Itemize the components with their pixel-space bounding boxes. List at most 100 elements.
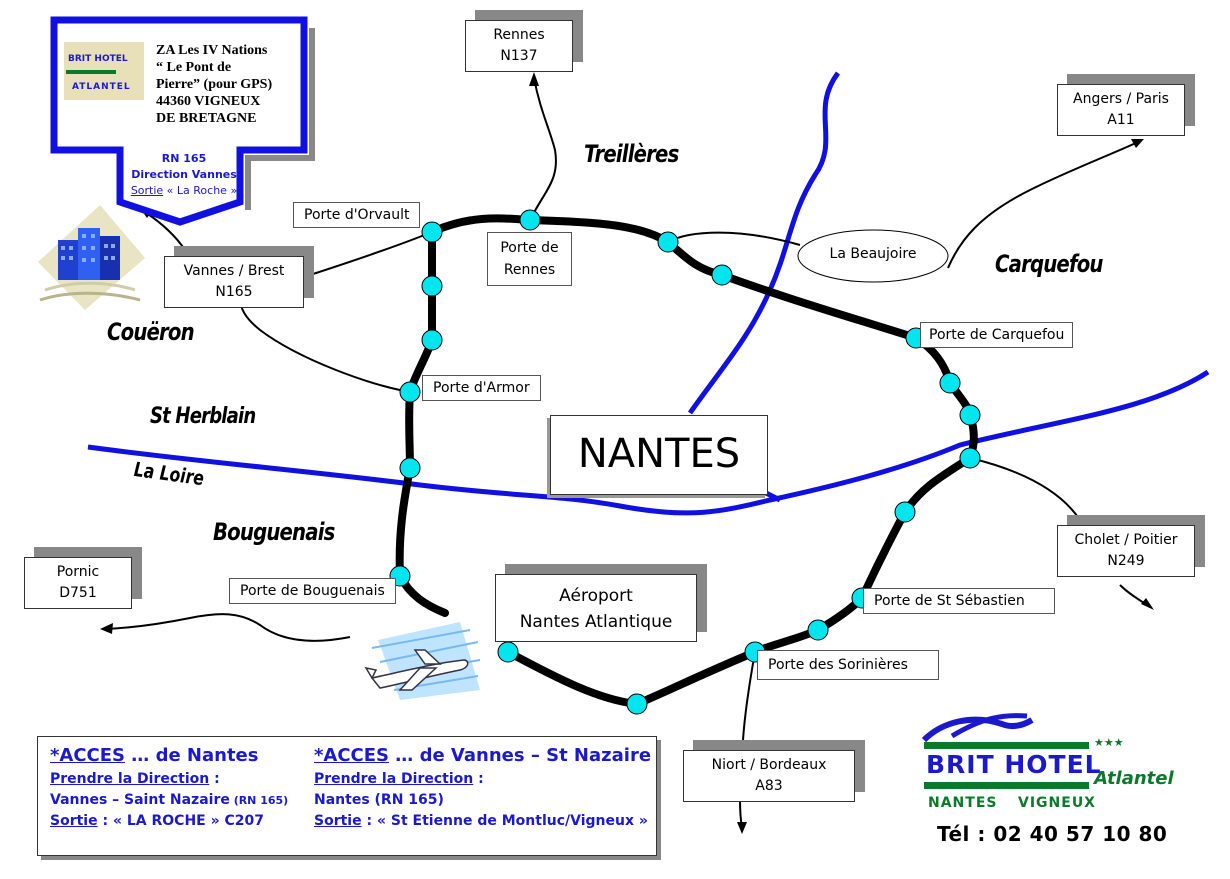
road-armor bbox=[239, 297, 411, 393]
road-beaujoire bbox=[667, 231, 801, 246]
route-exit-prefix: Sortie bbox=[130, 184, 164, 197]
hotel-card-shadow bbox=[245, 28, 315, 210]
access-exit: Sortie : « LA ROCHE » C207 bbox=[50, 811, 288, 832]
airplane-icon bbox=[364, 622, 481, 700]
label-porte-rennes: Porte de Rennes bbox=[487, 232, 572, 286]
hotel-logo-small-name: BRIT HOTEL bbox=[68, 54, 128, 64]
dest-name: Niort / Bordeaux bbox=[711, 757, 827, 773]
dest-rennes: Rennes N137 bbox=[465, 20, 573, 72]
town-st-herblain: St Herblain bbox=[150, 404, 256, 429]
access-from-vannes: *ACCES … de Vannes – St Nazaire Prendre … bbox=[314, 743, 651, 832]
dest-road: N137 bbox=[500, 48, 538, 64]
erdre-river bbox=[687, 71, 841, 415]
access-direction-colon: : bbox=[209, 771, 220, 787]
road-pornic-arrow bbox=[100, 623, 113, 634]
route-exit-rest: « La Roche » bbox=[163, 184, 238, 197]
dest-road: A11 bbox=[1107, 112, 1135, 128]
road-rennes bbox=[529, 77, 557, 221]
town-bouguenais: Bouguenais bbox=[213, 518, 335, 546]
address-line: DE BRETAGNE bbox=[156, 111, 257, 126]
access-heading: *ACCES … de Vannes – St Nazaire bbox=[314, 743, 651, 769]
hotel-info-card: BRIT HOTEL ATLANTEL ZA Les IV Nations “ … bbox=[54, 20, 304, 220]
road-vannes bbox=[309, 231, 433, 276]
label-line: Porte de bbox=[500, 240, 559, 256]
access-direction-label: Prendre la Direction bbox=[50, 771, 210, 787]
dest-angers: Angers / Paris A11 bbox=[1057, 84, 1185, 136]
phone-number: Tél : 02 40 57 10 80 bbox=[937, 822, 1168, 846]
town-carquefou: Carquefou bbox=[995, 250, 1103, 278]
label-porte-sorinieres: Porte des Sorinières bbox=[757, 650, 939, 680]
route-exit: Sortie « La Roche » bbox=[128, 183, 240, 199]
label-porte-armor: Porte d'Armor bbox=[422, 375, 541, 401]
river-branch bbox=[764, 490, 782, 503]
route-line: Direction Vannes bbox=[131, 168, 237, 181]
dest-name: Pornic bbox=[56, 564, 100, 580]
brit-hotel-logo: BRIT HOTEL ★★★ Atlantel NANTES VIGNEUX bbox=[922, 712, 1174, 822]
label-porte-sebastien: Porte de St Sébastien bbox=[863, 588, 1055, 614]
road-rennes-arrow bbox=[529, 72, 539, 86]
exit-dot bbox=[421, 329, 443, 351]
access-exit-label: Sortie bbox=[314, 813, 362, 829]
dest-niort: Niort / Bordeaux A83 bbox=[683, 750, 855, 802]
dest-name: Aéroport bbox=[559, 586, 633, 606]
access-direction-value-text: Vannes – Saint Nazaire bbox=[50, 792, 230, 808]
town-treilleres: Treillères bbox=[584, 140, 679, 168]
access-heading: *ACCES … de Nantes bbox=[50, 743, 288, 769]
label-porte-orvault: Porte d'Orvault bbox=[293, 202, 421, 228]
access-direction-colon: : bbox=[473, 771, 484, 787]
exit-dot bbox=[421, 221, 443, 243]
access-direction: Prendre la Direction : bbox=[314, 769, 651, 790]
label-porte-carquefou: Porte de Carquefou bbox=[920, 322, 1074, 348]
exit-dot bbox=[399, 381, 421, 403]
road-cholet-arrow bbox=[1141, 598, 1154, 610]
loire-river bbox=[87, 369, 1210, 516]
address-line: 44360 VIGNEUX bbox=[156, 94, 261, 109]
label-porte-bouguenais: Porte de Bouguenais bbox=[229, 578, 396, 604]
exit-dot bbox=[894, 501, 916, 523]
access-direction: Prendre la Direction : bbox=[50, 769, 288, 790]
hotel-address: ZA Les IV Nations “ Le Pont de Pierre” (… bbox=[156, 42, 306, 127]
exit-dot bbox=[807, 619, 829, 641]
logo-swoosh bbox=[922, 713, 1089, 789]
access-heading-u: *ACCES bbox=[50, 745, 126, 766]
road-pornic bbox=[104, 613, 351, 642]
hotel-logo-small-sub: ATLANTEL bbox=[72, 82, 131, 92]
access-exit-value: : « St Etienne de Montluc/Vigneux » bbox=[361, 813, 648, 829]
access-exit-value: : « LA ROCHE » C207 bbox=[97, 813, 265, 829]
exit-dot bbox=[939, 372, 961, 394]
address-line: Pierre” (pour GPS) bbox=[156, 77, 273, 92]
access-instructions: *ACCES … de Nantes Prendre la Direction … bbox=[37, 736, 657, 856]
dest-road: Nantes Atlantique bbox=[519, 612, 673, 632]
dest-name: Cholet / Poitier bbox=[1074, 532, 1178, 548]
dest-name: Rennes bbox=[493, 27, 545, 43]
exit-dot bbox=[959, 447, 981, 469]
label-line: Rennes bbox=[503, 262, 556, 278]
logo-stars: ★★★ bbox=[1094, 736, 1124, 749]
exit-dot bbox=[711, 264, 733, 286]
road-niort-arrow bbox=[737, 822, 747, 834]
access-direction-value: Vannes – Saint Nazaire (RN 165) bbox=[50, 790, 288, 811]
dest-road: D751 bbox=[59, 585, 97, 601]
exit-dot bbox=[497, 641, 519, 663]
dest-road: N165 bbox=[215, 284, 253, 300]
route-line: RN 165 bbox=[161, 152, 207, 165]
dest-name: Vannes / Brest bbox=[183, 263, 285, 279]
dest-name: Angers / Paris bbox=[1073, 91, 1169, 107]
road-angers-arrow bbox=[1131, 139, 1144, 148]
logo-sub-right: VIGNEUX bbox=[1018, 795, 1096, 811]
exit-dot bbox=[959, 404, 981, 426]
dest-vannes: Vannes / Brest N165 bbox=[164, 256, 304, 308]
access-exit-label: Sortie bbox=[50, 813, 98, 829]
access-heading-u: *ACCES bbox=[314, 745, 390, 766]
road-angers bbox=[947, 141, 1139, 269]
city-nantes: NANTES bbox=[550, 415, 768, 495]
access-heading-rest: … de Nantes bbox=[125, 745, 259, 766]
exit-dot bbox=[519, 209, 541, 231]
town-coueron: Couëron bbox=[107, 318, 195, 346]
label-beaujoire: La Beaujoire bbox=[829, 246, 917, 262]
access-from-nantes: *ACCES … de Nantes Prendre la Direction … bbox=[50, 743, 288, 832]
hotel-logo-small: BRIT HOTEL ATLANTEL bbox=[64, 42, 144, 100]
exit-dot bbox=[657, 231, 679, 253]
hotel-building-icon bbox=[38, 205, 145, 310]
dest-pornic: Pornic D751 bbox=[24, 557, 132, 609]
